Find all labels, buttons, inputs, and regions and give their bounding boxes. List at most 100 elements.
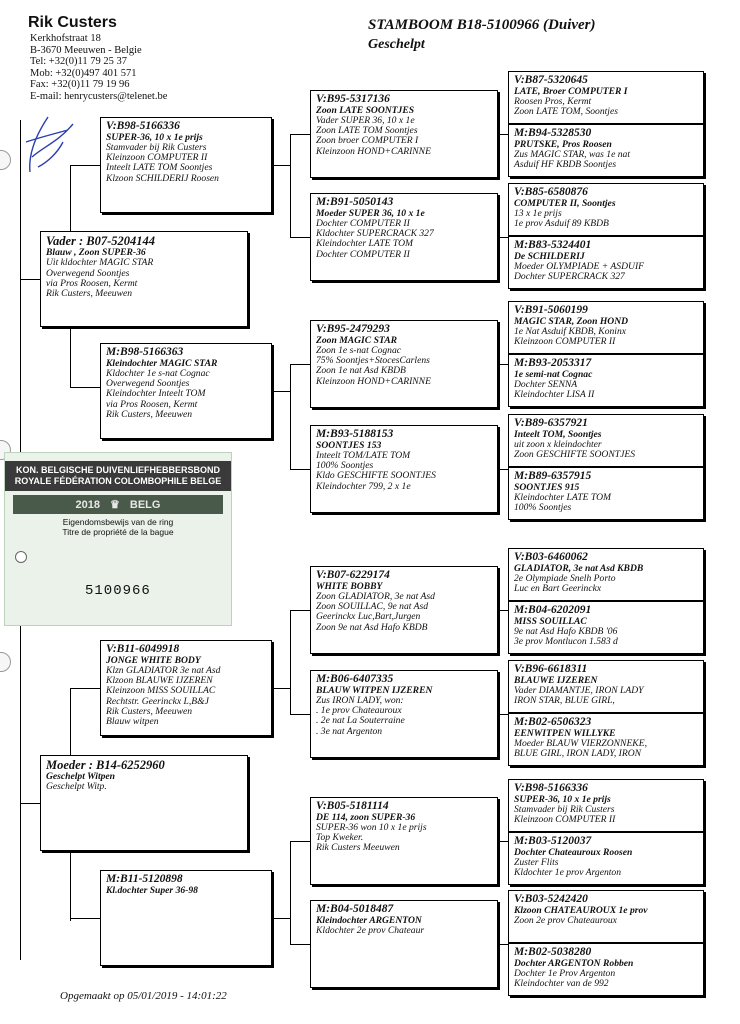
pedigree-line: Moeder SUPER 36, 10 x 1e [316, 207, 425, 219]
pedigree-line: Kl.dochter Super 36-98 [106, 884, 198, 896]
pedigree-line: Kldochter SUPERCRACK 327 [316, 228, 434, 240]
pedigree-line: via Pros Roosen, Kermt [46, 277, 138, 289]
connector-line [290, 714, 310, 715]
pedigree-line: SUPER-36 won 10 x 1e prijs [316, 821, 427, 833]
connector-line [272, 391, 290, 392]
connector-line [272, 165, 290, 166]
ring-number: M:B98-5166363 [106, 346, 184, 358]
pedigree-line: Klzn GLADIATOR 3e nat Asd [106, 664, 221, 676]
certificate-ring-number: 5100966 [85, 583, 151, 599]
fax: Fax: +32(0)11 79 19 96 [30, 79, 130, 90]
ring-number: V:B85-6580876 [514, 186, 588, 198]
pedigree-line: Zus MAGIC STAR, was 1e nat [514, 148, 631, 160]
pedigree-line: Klzoon SCHILDERIJ Roosen [106, 172, 219, 184]
address-city: B-3670 Meeuwen - Belgie [30, 44, 142, 56]
pedigree-line: 13 x 1e prijs [514, 207, 562, 219]
address-street: Kerkhofstraat 18 [30, 33, 101, 44]
pedigree-line: Kleinzoon MISS SOUILLAC [106, 685, 216, 697]
connector-line [290, 364, 310, 365]
pedigree-line: Kleindochter LATE TOM [514, 491, 612, 503]
certificate-subtitle-nl: Eigendomsbewijs van de ring [62, 517, 174, 527]
pedigree-line: Vader SUPER 36, 10 x 1e [316, 114, 415, 126]
ring-number: M:B04-5018487 [316, 903, 394, 915]
pedigree-line: . 1e prov Chateauroux [316, 705, 402, 717]
pedigree-line: Rik Custers, Meeuwen [106, 408, 193, 420]
pedigree-line: Kldochter 2e prov Chateaur [316, 924, 425, 936]
pedigree-line: Uit kldochter MAGIC STAR [46, 257, 154, 269]
ring-number: Moeder : B14-6252960 [46, 758, 165, 772]
pedigree-line: Geschelpt Witp. [46, 781, 107, 793]
ring-number: M:B83-5324401 [514, 239, 592, 251]
pedigree-line: LATE, Broer COMPUTER I [514, 85, 628, 97]
pedigree-line: via Pros Roosen, Kermt [106, 398, 198, 410]
mobile: Mob: +32(0)497 401 571 [30, 67, 137, 79]
pedigree-line: BLAUWE IJZEREN [514, 674, 598, 686]
ring-number: V:B07-6229174 [316, 569, 390, 581]
certificate-year: 2018 [75, 498, 101, 511]
pedigree-line: SUPER-36, 10 x 1e prijs [514, 793, 611, 805]
pedigree-line: Stamvader bij Rik Custers [106, 141, 207, 153]
pedigree-line: Kldo GESCHIFTE SOONTJES [316, 470, 436, 482]
certificate-org-fr: ROYALE FÉDÉRATION COLOMBOPHILE BELGE [14, 476, 222, 486]
pedigree-line: Zoon LATE TOM Soontjes [316, 125, 418, 137]
binder-hole [0, 150, 11, 170]
pedigree-line: Rik Custers, Meeuwen [46, 288, 133, 300]
ring-number: V:B98-5166336 [106, 120, 180, 132]
certificate-band: 2018 ♛ BELG [13, 495, 223, 514]
pedigree-line: Kleinzoon COMPUTER II [106, 152, 208, 164]
email: E-mail: henrycusters@telenet.be [30, 90, 168, 102]
pedigree-line: Zoon broer COMPUTER I [316, 135, 419, 147]
breeder-name: Rik Custers [28, 14, 117, 31]
connector-line [70, 327, 71, 387]
pedigree-line: Kleinzoon HOND+CARINNE [316, 375, 431, 387]
connector-line [20, 803, 40, 804]
pedigree-line: Zoon GESCHIFTE SOONTJES [514, 449, 635, 461]
pedigree-line: IRON STAR, BLUE GIRL, [514, 695, 615, 707]
crown-icon: ♛ [110, 499, 120, 511]
ring-certificate: KON. BELGISCHE DUIVENLIEFHEBBERSBOND ROY… [4, 452, 232, 626]
pedigree-line: Inteelt LATE TOM Soontjes [106, 162, 213, 174]
pedigree-line: . 2e nat La Souterraine [316, 715, 405, 727]
pedigree-line: Zuster Flits [514, 856, 559, 868]
pedigree-line: BLUE GIRL, IRON LADY, IRON [514, 748, 642, 760]
pedigree-line: 2e Olympiade Snelh Porto [514, 572, 616, 584]
pedigree-line: Zoon GLADIATOR, 3e nat Asd [316, 590, 435, 602]
pedigree-line: De SCHILDERIJ [514, 250, 585, 262]
certificate-header: KON. BELGISCHE DUIVENLIEFHEBBERSBOND ROY… [5, 461, 231, 491]
phone: Tel: +32(0)11 79 25 37 [30, 56, 127, 67]
pedigree-line: Inteelt TOM/LATE TOM [316, 449, 411, 461]
pedigree-line: Dochter Chateauroux Roosen [514, 846, 633, 858]
pedigree-line: Zoon 2e prov Chateauroux [514, 914, 617, 926]
pedigree-line: SOONTJES 915 [514, 481, 580, 493]
pedigree-line: Roosen Pros, Kermt [514, 95, 592, 107]
pedigree-line: Zus IRON LADY, won: [316, 694, 404, 706]
pedigree-line: 3e prov Montlucon 1.583 d [514, 636, 618, 648]
connector-line [498, 714, 508, 715]
pedigree-line: Moeder BLAUW VIERZONNEKE, [514, 737, 647, 749]
connector-line [70, 165, 71, 213]
ring-number: V:B91-5060199 [514, 304, 588, 316]
pedigree-line: Dochter SENNA [514, 378, 578, 390]
certificate-subtitle: Eigendomsbewijs van de ring Titre de pro… [5, 517, 231, 537]
breeder-contact: Kerkhofstraat 18 B-3670 Meeuwen - Belgie… [30, 33, 167, 102]
connector-line [290, 134, 291, 237]
ring-number: M:B11-5120898 [106, 873, 183, 885]
ring-number: V:B03-6460062 [514, 551, 588, 563]
pedigree-line: Kleindochter 799, 2 x 1e [316, 480, 411, 492]
pedigree-line: WHITE BOBBY [316, 580, 383, 592]
connector-line [290, 610, 291, 714]
connector-line [290, 944, 310, 945]
ring-number: M:B93-2053317 [514, 357, 592, 369]
connector-line [70, 688, 100, 689]
pedigree-line: SUPER-36, 10 x 1e prijs [106, 131, 203, 143]
connector-line [498, 944, 508, 945]
pedigree-line: COMPUTER II, Soontjes [514, 197, 616, 209]
